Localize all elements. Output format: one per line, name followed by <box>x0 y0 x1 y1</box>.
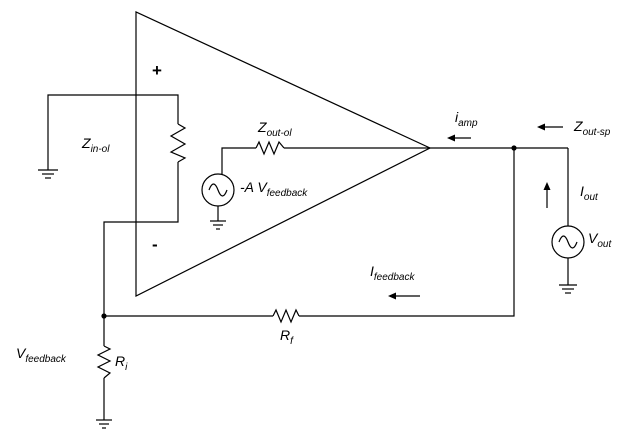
ri-resistor-icon <box>96 345 112 379</box>
i-out-arrow-icon <box>543 182 551 208</box>
r-f-label: Rf <box>280 327 294 347</box>
source-gain-label: -A Vfeedback <box>240 179 308 199</box>
v-feedback-label: Vfeedback <box>16 345 67 365</box>
i-out-label: Iout <box>580 183 599 203</box>
ri-ground-icon <box>96 419 112 429</box>
vout-ac-source-icon <box>551 225 585 259</box>
minus-input-sign: - <box>152 235 158 254</box>
i-feedback-arrow-icon <box>388 292 420 300</box>
ac-source-icon <box>201 173 235 207</box>
noninverting-input-wire <box>47 94 179 170</box>
z-out-sp-label: Zout-sp <box>573 118 611 138</box>
z-out-sp-arrow-icon <box>537 123 563 131</box>
zout-ol-resistor-icon <box>255 140 285 156</box>
source-to-zout-wire <box>221 147 256 174</box>
v-out-label: Vout <box>588 230 612 250</box>
i-amp-label: iamp <box>455 109 478 129</box>
rf-resistor-icon <box>272 308 300 324</box>
source-ground-icon <box>210 220 226 230</box>
plus-input-sign: + <box>152 61 162 80</box>
op-amp-triangle <box>135 11 432 297</box>
z-in-ol-label: Zin-ol <box>81 135 110 155</box>
feedback-wire-right <box>299 148 515 317</box>
ground-icon <box>38 169 58 179</box>
input-impedance-resistor-icon <box>169 123 187 163</box>
r-i-label: Ri <box>115 353 128 373</box>
z-out-ol-label: Zout-ol <box>257 119 292 139</box>
i-amp-arrow-icon <box>447 134 471 142</box>
inverting-input-wire <box>103 162 179 316</box>
vout-ground-icon <box>559 284 577 294</box>
i-feedback-label: Ifeedback <box>370 263 415 283</box>
